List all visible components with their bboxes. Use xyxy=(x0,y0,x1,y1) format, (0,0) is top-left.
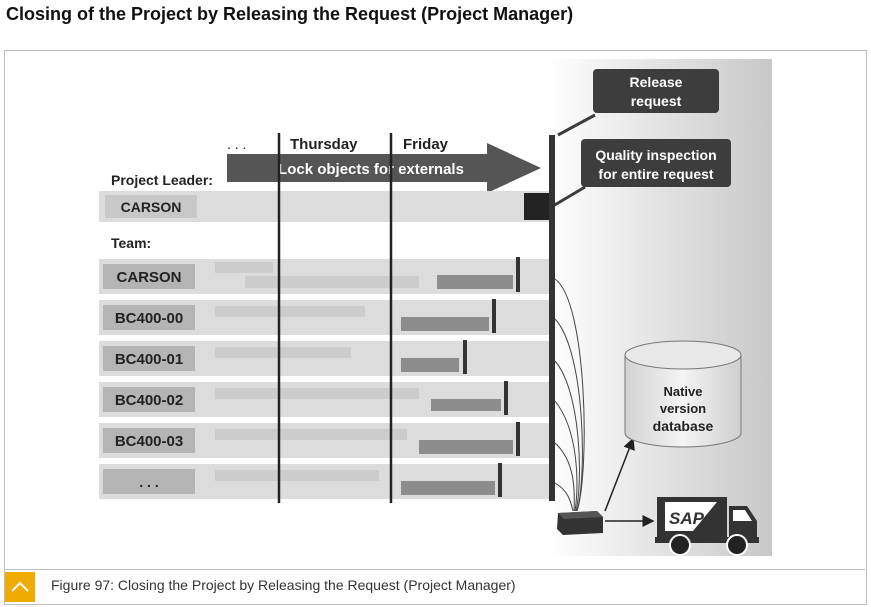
timeline-ellipsis: . . . xyxy=(227,136,246,152)
release-callout-line1: Release xyxy=(630,74,683,90)
timeline-day-thursday: Thursday xyxy=(290,136,358,153)
release-callout-pointer xyxy=(557,113,596,137)
database-line2: version xyxy=(660,401,706,416)
sap-logo-text: SAP xyxy=(669,509,705,528)
database-cylinder: Native version database xyxy=(624,340,742,448)
lock-arrow-label: Lock objects for externals xyxy=(278,161,464,178)
quality-callout-line1: Quality inspection xyxy=(595,147,716,163)
team-member-name: BC400-02 xyxy=(115,392,183,409)
figure-caption-bar: Figure 97: Closing the Project by Releas… xyxy=(5,569,865,604)
database-line3: database xyxy=(653,418,714,434)
collapse-toggle[interactable] xyxy=(5,572,35,602)
lock-objects-arrow: Lock objects for externals xyxy=(227,143,541,193)
page-title: Closing of the Project by Releasing the … xyxy=(6,4,574,24)
arrow-to-database xyxy=(604,437,635,512)
team-member-name: BC400-00 xyxy=(115,310,183,327)
sap-truck: SAP xyxy=(655,497,759,556)
team-member-name: BC400-01 xyxy=(115,351,183,368)
team-member-name: . . . xyxy=(139,474,158,490)
release-request-callout: Release request xyxy=(593,69,719,113)
team-label: Team: xyxy=(111,235,151,251)
team-row-5: BC400-03 xyxy=(99,422,551,458)
figure: Release request Quality inspection for e… xyxy=(4,50,867,605)
team-row-4: BC400-02 xyxy=(99,381,551,417)
team-member-name: BC400-03 xyxy=(115,433,183,450)
chevron-up-icon xyxy=(11,581,29,592)
team-member-name: CARSON xyxy=(116,269,181,286)
release-area-background xyxy=(546,59,772,556)
release-diagram: Release request Quality inspection for e… xyxy=(99,59,772,556)
quality-inspection-callout: Quality inspection for entire request xyxy=(581,139,731,187)
figure-caption: Figure 97: Closing the Project by Releas… xyxy=(51,577,516,593)
project-leader-label: Project Leader: xyxy=(111,172,213,188)
project-leader-name-box xyxy=(105,195,197,218)
quality-callout-pointer xyxy=(552,185,586,208)
team-row-3: BC400-01 xyxy=(99,340,551,376)
team-row-2: BC400-00 xyxy=(99,299,551,335)
sap-logo xyxy=(665,502,717,531)
project-leader-name: CARSON xyxy=(121,199,182,215)
release-callout-line2: request xyxy=(631,93,682,109)
transport-flow-lines xyxy=(554,278,585,512)
release-block xyxy=(524,193,549,220)
team-row-1: CARSON xyxy=(99,257,551,294)
transport-box xyxy=(557,511,603,535)
database-line1: Native xyxy=(663,384,702,399)
quality-callout-line2: for entire request xyxy=(598,166,713,182)
team-row-6: . . . xyxy=(99,463,551,499)
timeline-day-friday: Friday xyxy=(403,136,449,153)
